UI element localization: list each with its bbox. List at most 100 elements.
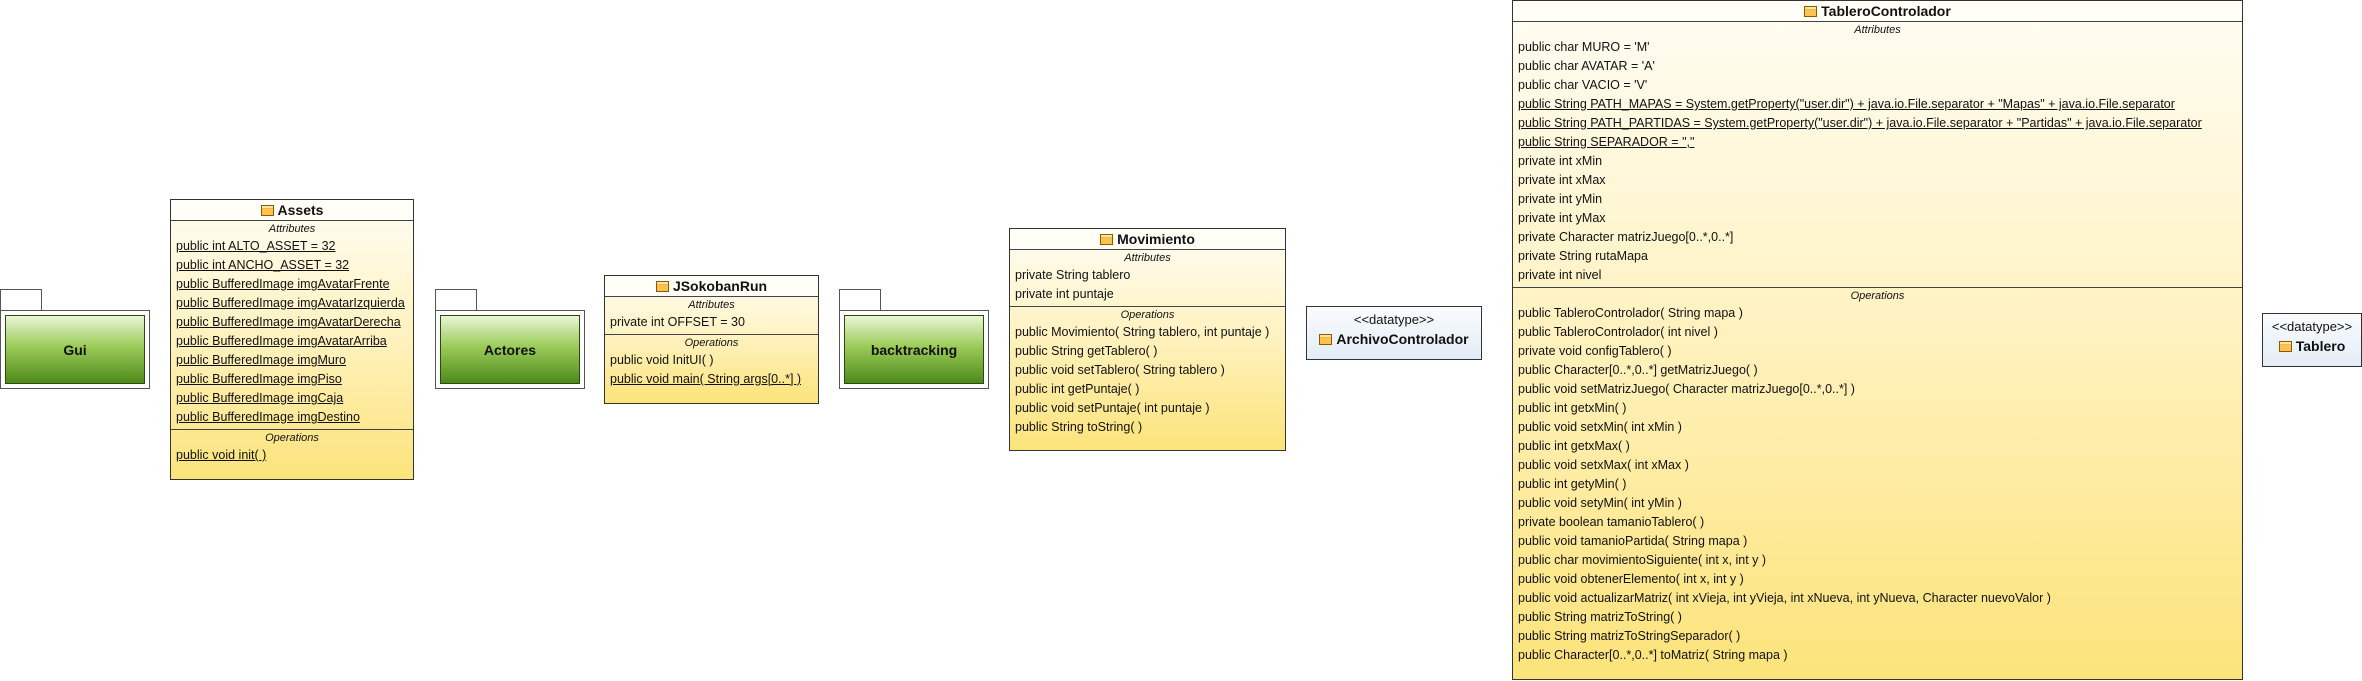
package-label: Actores (440, 315, 580, 384)
attribute: public char AVATAR = 'A' (1518, 59, 1655, 73)
operation: public Character[0..*,0..*] toMatriz( St… (1518, 648, 1788, 662)
class-icon (655, 281, 669, 292)
operation: public int getyMin( ) (1518, 477, 1627, 491)
attribute: public BufferedImage imgMuro (176, 353, 346, 367)
package-body: backtracking (839, 310, 989, 389)
attribute: public int ANCHO_ASSET = 32 (176, 258, 350, 272)
class-name: Assets (277, 202, 324, 218)
operation: public String toString( ) (1015, 420, 1143, 434)
stereotype-label: <<datatype>> (1353, 312, 1435, 327)
class-icon (1100, 234, 1114, 245)
attribute: public BufferedImage imgAvatarArriba (176, 334, 387, 348)
class-name: TableroControlador (1821, 3, 1951, 19)
operation: public void main( String args[0..*] ) (610, 372, 802, 386)
operation: private boolean tamanioTablero( ) (1518, 515, 1705, 529)
attributes-section: Attributes public int ALTO_ASSET = 32 pu… (171, 221, 413, 430)
attribute: private int nivel (1518, 268, 1602, 282)
attribute: public BufferedImage imgCaja (176, 391, 344, 405)
datatype-name: Tablero (2295, 338, 2346, 354)
attribute: private Character matrizJuego[0..*,0..*] (1518, 230, 1734, 244)
attribute: public BufferedImage imgAvatarDerecha (176, 315, 401, 329)
operation: public void setMatrizJuego( Character ma… (1518, 382, 1855, 396)
attributes-title: Attributes (688, 299, 735, 311)
attribute: public String SEPARADOR = "," (1518, 135, 1695, 149)
datatype-archivocontrolador[interactable]: <<datatype>> ArchivoControlador (1306, 306, 1482, 360)
class-assets[interactable]: Assets Attributes public int ALTO_ASSET … (170, 199, 414, 480)
attributes-title: Attributes (268, 223, 316, 235)
attribute: public String PATH_PARTIDAS = System.get… (1518, 116, 2202, 130)
class-header: Movimiento (1010, 229, 1285, 250)
operation: private void configTablero( ) (1518, 344, 1672, 358)
package-body: Actores (435, 310, 585, 389)
operation: public void obtenerElemento( int x, int … (1518, 572, 1744, 586)
attributes-title: Attributes (1124, 252, 1171, 264)
attribute: public BufferedImage imgPiso (176, 372, 342, 386)
operations-section: Operations public TableroControlador( St… (1513, 288, 2242, 667)
package-folder-icon (435, 289, 477, 311)
class-header: TableroControlador (1513, 1, 2242, 22)
operations-title: Operations (1850, 290, 1905, 302)
attribute: private int puntaje (1015, 287, 1114, 301)
operation: public int getPuntaje( ) (1015, 382, 1140, 396)
class-movimiento[interactable]: Movimiento Attributes private String tab… (1009, 228, 1286, 451)
package-gui[interactable]: Gui (0, 289, 150, 389)
package-folder-icon (0, 289, 42, 311)
package-backtracking[interactable]: backtracking (839, 289, 989, 389)
operation: public String matrizToStringSeparador( ) (1518, 629, 1741, 643)
attribute: public String PATH_MAPAS = System.getPro… (1518, 97, 2175, 111)
operation: public int getxMin( ) (1518, 401, 1627, 415)
operation: public void setTablero( String tablero ) (1015, 363, 1225, 377)
operations-title: Operations (265, 432, 319, 444)
operation: public Movimiento( String tablero, int p… (1015, 325, 1270, 339)
operations-section: Operations public void InitUI( ) public … (605, 335, 818, 391)
operation: public void setxMin( int xMin ) (1518, 420, 1682, 434)
operation: public void InitUI( ) (610, 353, 714, 367)
operation: public Character[0..*,0..*] getMatrizJue… (1518, 363, 1758, 377)
class-icon (260, 205, 274, 216)
datatype-tablero[interactable]: <<datatype>> Tablero (2262, 313, 2362, 367)
operations-title: Operations (684, 337, 739, 349)
attribute: private String rutaMapa (1518, 249, 1648, 263)
attribute: private int xMax (1518, 173, 1606, 187)
attribute: public char MURO = 'M' (1518, 40, 1650, 54)
operation: public void setxMax( int xMax ) (1518, 458, 1689, 472)
operations-title: Operations (1120, 309, 1175, 321)
attribute: public BufferedImage imgAvatarFrente (176, 277, 390, 291)
datatype-icon (2278, 341, 2292, 352)
operation: public void setPuntaje( int puntaje ) (1015, 401, 1210, 415)
operation: public void init( ) (176, 448, 267, 462)
class-tablerocontrolador[interactable]: TableroControlador Attributes public cha… (1512, 0, 2243, 680)
class-header: Assets (171, 200, 413, 221)
attribute: private int OFFSET = 30 (610, 315, 745, 329)
attribute: public BufferedImage imgAvatarIzquierda (176, 296, 405, 310)
attributes-section: Attributes private String tablero privat… (1010, 250, 1285, 307)
operation: public char movimientoSiguiente( int x, … (1518, 553, 1767, 567)
datatype-name: ArchivoControlador (1336, 331, 1469, 347)
class-jsokobanrun[interactable]: JSokobanRun Attributes private int OFFSE… (604, 275, 819, 404)
attributes-title: Attributes (1854, 24, 1901, 36)
class-icon (1804, 6, 1818, 17)
attribute: public BufferedImage imgDestino (176, 410, 360, 424)
operation: public String getTablero( ) (1015, 344, 1158, 358)
stereotype-label: <<datatype>> (2271, 319, 2353, 334)
attribute: public char VACIO = 'V' (1518, 78, 1648, 92)
attributes-section: Attributes private int OFFSET = 30 (605, 297, 818, 335)
package-folder-icon (839, 289, 881, 311)
package-label: Gui (5, 315, 145, 384)
operation: public int getxMax( ) (1518, 439, 1630, 453)
datatype-icon (1319, 334, 1333, 345)
attributes-section: Attributes public char MURO = 'M' public… (1513, 22, 2242, 288)
package-body: Gui (0, 310, 150, 389)
package-label: backtracking (844, 315, 984, 384)
attribute: public int ALTO_ASSET = 32 (176, 239, 336, 253)
operations-section: Operations public Movimiento( String tab… (1010, 307, 1285, 439)
attribute: private int xMin (1518, 154, 1603, 168)
operation: public void actualizarMatriz( int xVieja… (1518, 591, 2051, 605)
class-name: Movimiento (1117, 231, 1195, 247)
class-name: JSokobanRun (672, 278, 768, 294)
attribute: private int yMin (1518, 192, 1603, 206)
package-actores[interactable]: Actores (435, 289, 585, 389)
operation: public void tamanioPartida( String mapa … (1518, 534, 1748, 548)
class-header: JSokobanRun (605, 276, 818, 297)
operation: public TableroControlador( int nivel ) (1518, 325, 1718, 339)
